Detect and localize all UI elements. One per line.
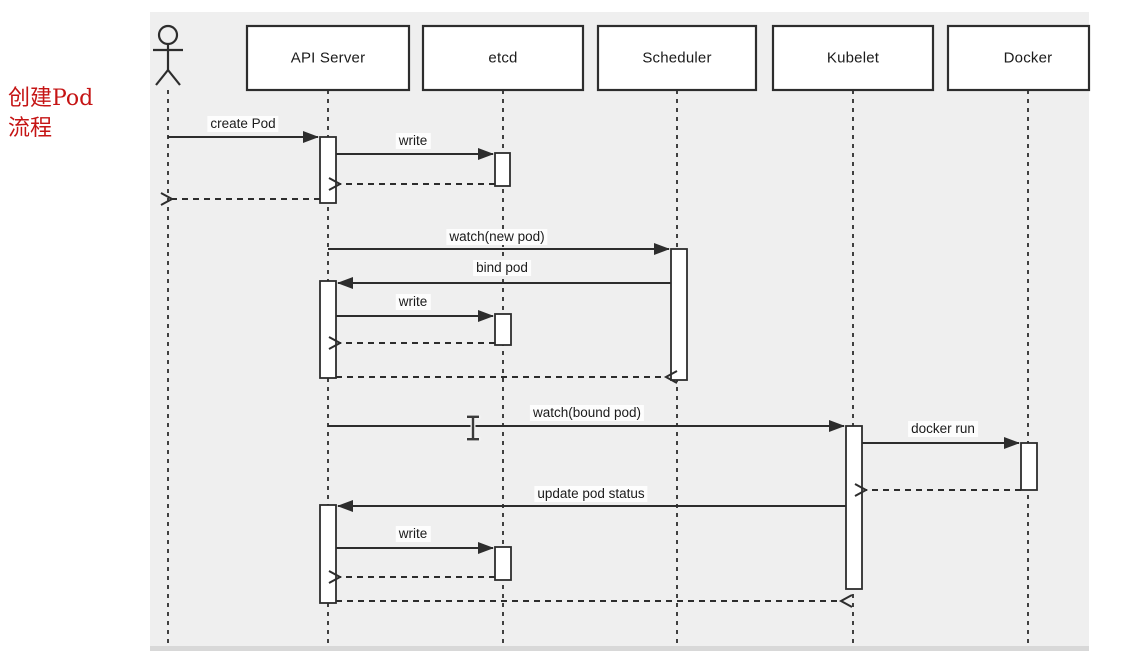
participant-label-etcd: etcd (488, 49, 518, 67)
message-label-update-pod-status: update pod status (534, 486, 648, 502)
message-label-write-1: write (395, 133, 431, 149)
annotation-line-2: 流程 (8, 116, 53, 141)
annotation-line-1: 创建Pod (8, 86, 94, 111)
message-label-watch-bound-pod: watch(bound pod) (529, 405, 645, 421)
annotation-create-pod-flow: 创建Pod 流程 (8, 84, 93, 144)
message-label-bind-pod: bind pod (473, 260, 531, 276)
activation-kubelet (845, 425, 863, 590)
message-label-write-2: write (395, 294, 431, 310)
message-label-write-3: write (395, 526, 431, 542)
participant-label-api-server: API Server (290, 49, 366, 67)
activation-etcd-3 (494, 546, 512, 581)
message-label-docker-run: docker run (908, 421, 978, 437)
activation-etcd-1 (494, 152, 511, 187)
activation-api-server-2 (319, 280, 337, 379)
participant-box-docker (946, 24, 1091, 92)
participant-box-etcd (421, 24, 585, 92)
activation-etcd-2 (494, 313, 512, 346)
diagram-bottom-edge (150, 646, 1089, 651)
actor-icon (153, 24, 183, 86)
participant-label-scheduler: Scheduler (642, 49, 712, 67)
message-label-watch-new-pod: watch(new pod) (446, 229, 548, 245)
activation-docker (1020, 442, 1038, 491)
activation-scheduler (670, 248, 688, 381)
participant-box-kubelet (771, 24, 935, 92)
text-ibeam-cursor-icon (464, 414, 482, 442)
diagram-background (150, 12, 1089, 651)
participant-box-scheduler (596, 24, 758, 92)
message-label-create-pod: create Pod (207, 116, 279, 132)
activation-api-server-1 (319, 136, 337, 204)
participant-label-kubelet: Kubelet (826, 49, 880, 67)
activation-api-server-3 (319, 504, 337, 604)
participant-label-docker: Docker (1003, 49, 1053, 67)
participant-box-api-server (245, 24, 411, 92)
